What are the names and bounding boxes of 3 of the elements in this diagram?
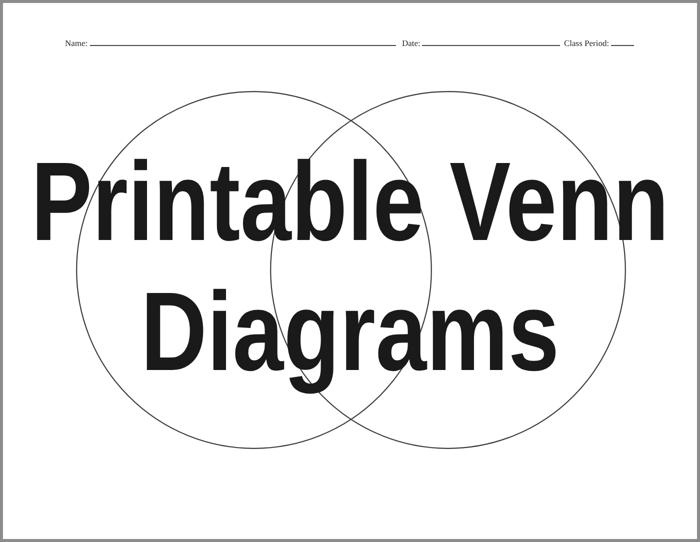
field-label: Class Period: xyxy=(564,38,610,48)
field-label: Date: xyxy=(402,38,420,48)
field-label: Name: xyxy=(65,38,88,48)
